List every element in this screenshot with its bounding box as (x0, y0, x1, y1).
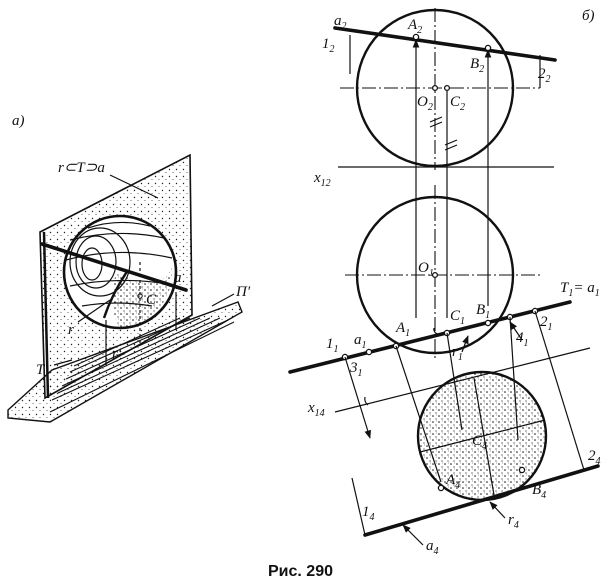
label-x12: x12 (313, 170, 331, 189)
label-A1: A1 (395, 320, 410, 339)
label-a2: a2 (334, 13, 347, 32)
part-b-drawing: б) (288, 8, 601, 557)
label-O2: O2 (417, 94, 433, 113)
label-1-4: 14 (362, 504, 375, 523)
label-2-1: 21 (540, 314, 553, 333)
line-T1-a1 (288, 300, 572, 374)
label-B4: B4 (532, 482, 546, 501)
line-a4 (363, 464, 600, 537)
label-2-4: 24 (588, 448, 601, 467)
part-a-label: а) (12, 113, 25, 129)
label-r1: r1 (452, 344, 463, 363)
label-r4: r4 (508, 512, 519, 531)
point-C-label: C (146, 292, 157, 308)
label-C1: C1 (450, 308, 465, 327)
label-1-1: 11 (326, 336, 339, 355)
part-b-label: б) (582, 8, 595, 24)
line-a-label: a (174, 270, 182, 286)
plane-P-label: П′ (235, 284, 251, 300)
trace-r-label: r′ (112, 346, 122, 362)
label-a4: a4 (426, 538, 439, 557)
trace-T-label: T′ (36, 362, 48, 378)
curve-r (102, 269, 129, 319)
label-x14: x14 (307, 400, 325, 419)
label-A4: A4 (445, 472, 460, 491)
label-C4: C4 (472, 433, 487, 452)
label-1-2: 12 (322, 36, 335, 55)
curve-r-label: r (68, 322, 74, 338)
part-a-drawing: а) (7, 113, 251, 423)
label-C2: C2 (450, 94, 465, 113)
line-a-view-2 (333, 26, 557, 62)
label-A2: A2 (407, 17, 422, 36)
label-T1: T1= a1 (560, 280, 600, 299)
label-2-2: 22 (538, 66, 551, 85)
line-a (40, 242, 188, 292)
label-3-1: 31 (349, 360, 363, 379)
label-B1: B1 (476, 302, 490, 321)
relation-label: r⊂T⊃a (58, 160, 105, 176)
label-O1: O1 (418, 260, 434, 279)
label-B2: B2 (470, 56, 484, 75)
sphere (62, 214, 178, 330)
figure-caption: Рис. 290 (268, 563, 333, 580)
label-4-1: 41 (516, 330, 529, 349)
label-a1: a1 (354, 332, 367, 351)
